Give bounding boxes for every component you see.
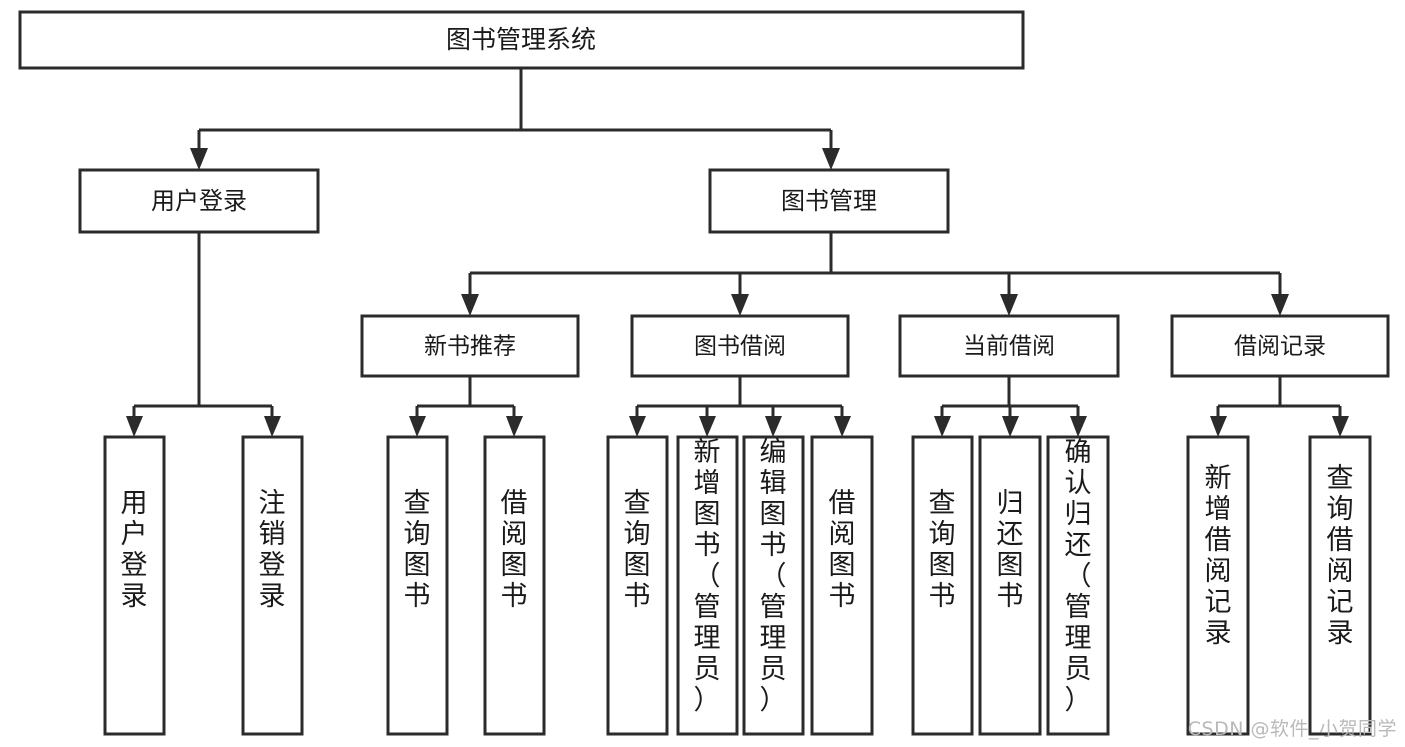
leaf-node-edit-book-admin[interactable]: 编辑图书（管理员）: [742, 435, 805, 736]
arrow-head-edit-book: [765, 416, 782, 437]
leaf-label-borrow-book: 借阅图书: [829, 488, 856, 612]
leaf-box-query-book-recommend: [386, 435, 449, 736]
arrow-head-add-book: [699, 416, 716, 437]
leaf-label-query-book-borrow: 查询图书: [624, 488, 651, 612]
node-box-user-login: [78, 168, 320, 234]
leaf-label-add-borrow-record: 新增借阅记录: [1205, 463, 1232, 649]
node-box-book-borrow: [630, 314, 850, 378]
leaf-label-logout: 注销登录: [259, 488, 286, 612]
arrow-head-current-borrow: [1000, 294, 1018, 316]
leaf-label-user-login: 用户登录: [121, 488, 148, 612]
leaf-box-borrow-book: [810, 435, 874, 736]
node-box-new-book-recommend: [360, 314, 580, 378]
node-label-root: 图书管理系统: [446, 25, 596, 54]
leaf-node-query-borrow-record[interactable]: 查询借阅记录: [1308, 435, 1372, 736]
leaf-node-add-book-admin[interactable]: 新增图书（管理员）: [676, 435, 739, 736]
leaf-node-borrow-book[interactable]: 借阅图书: [810, 435, 874, 736]
leaf-box-add-book-admin: [676, 435, 739, 736]
leaf-label-query-book-current: 查询图书: [929, 488, 956, 612]
leaf-box-query-book-current: [911, 435, 974, 736]
leaf-node-borrow-book-recommend[interactable]: 借阅图书: [483, 435, 546, 736]
leaf-box-logout: [241, 435, 304, 736]
node-current-borrow[interactable]: 当前借阅: [898, 314, 1120, 378]
node-new-book-recommend[interactable]: 新书推荐: [360, 314, 580, 378]
node-book-borrow[interactable]: 图书借阅: [630, 314, 850, 378]
leaf-node-add-borrow-record[interactable]: 新增借阅记录: [1186, 435, 1250, 736]
arrow-head-confirm-return: [1070, 416, 1087, 437]
leaf-node-query-book-current[interactable]: 查询图书: [911, 435, 974, 736]
leaf-box-borrow-book-recommend: [483, 435, 546, 736]
leaf-node-query-book-borrow[interactable]: 查询图书: [606, 435, 669, 736]
node-label-new-book-recommend: 新书推荐: [424, 334, 516, 360]
arrow-head-query-borrow-record: [1332, 416, 1349, 437]
node-box-current-borrow: [898, 314, 1120, 378]
leaf-box-edit-book-admin: [742, 435, 805, 736]
node-box-root: [18, 10, 1025, 70]
connector-group-user-login-to-leaves: [126, 232, 281, 437]
arrow-head-borrow-book-b: [834, 416, 851, 437]
arrow-head-leaf-user-login: [126, 416, 143, 437]
node-book-management[interactable]: 图书管理: [708, 168, 950, 234]
leaf-node-confirm-return-admin[interactable]: 确认归还（管理员）: [1046, 435, 1110, 736]
arrow-head-query-book-b: [629, 416, 646, 437]
connector-group-book-borrow-to-leaves: [629, 376, 851, 437]
node-box-book-management: [708, 168, 950, 234]
node-user-login[interactable]: 用户登录: [78, 168, 320, 234]
leaf-node-user-login[interactable]: 用户登录: [103, 435, 166, 736]
arrow-head-borrow-record: [1271, 294, 1289, 316]
node-label-borrow-record: 借阅记录: [1234, 334, 1326, 360]
leaf-label-edit-book-admin: 编辑图书（管理员）: [760, 437, 787, 716]
leaf-box-add-borrow-record: [1186, 435, 1250, 736]
leaf-box-user-login: [103, 435, 166, 736]
arrow-head-add-borrow-record: [1210, 416, 1227, 437]
arrow-head-book-mgmt: [822, 148, 840, 170]
arrow-head-new-book-recommend: [461, 294, 479, 316]
node-label-book-management: 图书管理: [781, 187, 877, 215]
node-label-user-login: 用户登录: [151, 187, 247, 215]
node-label-book-borrow: 图书借阅: [694, 334, 786, 360]
leaf-node-return-book[interactable]: 归还图书: [978, 435, 1042, 736]
leaf-node-logout[interactable]: 注销登录: [241, 435, 304, 736]
connector-group-borrow-record-to-leaves: [1210, 376, 1349, 437]
leaf-label-query-book-recommend: 查询图书: [404, 488, 431, 612]
leaf-node-query-book-recommend[interactable]: 查询图书: [386, 435, 449, 736]
leaf-box-confirm-return-admin: [1046, 435, 1110, 736]
connector-group-current-borrow-to-leaves: [934, 376, 1087, 437]
node-root-book-management-system[interactable]: 图书管理系统: [18, 10, 1025, 70]
arrow-head-borrow-book-a: [506, 416, 523, 437]
leaf-label-query-borrow-record: 查询借阅记录: [1327, 463, 1354, 649]
leaf-label-borrow-book-recommend: 借阅图书: [501, 488, 528, 612]
arrow-head-query-book-c: [934, 416, 951, 437]
node-borrow-record[interactable]: 借阅记录: [1170, 314, 1390, 378]
arrow-head-book-borrow: [731, 294, 749, 316]
arrow-head-query-book-a: [409, 416, 426, 437]
arrow-head-leaf-logout: [264, 416, 281, 437]
arrow-head-user-login: [190, 148, 208, 170]
csdn-watermark: CSDN @软件_小贺同学: [1187, 718, 1397, 740]
leaf-box-return-book: [978, 435, 1042, 736]
leaf-box-query-book-borrow: [606, 435, 669, 736]
leaf-label-return-book: 归还图书: [997, 488, 1024, 612]
connector-group-new-book-to-leaves: [409, 376, 523, 437]
node-label-current-borrow: 当前借阅: [963, 334, 1055, 360]
leaf-label-confirm-return-admin: 确认归还（管理员）: [1065, 437, 1092, 716]
connector-group-book-mgmt-to-level3: [461, 232, 1289, 316]
leaf-label-add-book-admin: 新增图书（管理员）: [694, 437, 721, 716]
leaf-box-query-borrow-record: [1308, 435, 1372, 736]
connector-group-root-to-level2: [190, 68, 840, 170]
arrow-head-return-book: [1002, 416, 1019, 437]
node-box-borrow-record: [1170, 314, 1390, 378]
